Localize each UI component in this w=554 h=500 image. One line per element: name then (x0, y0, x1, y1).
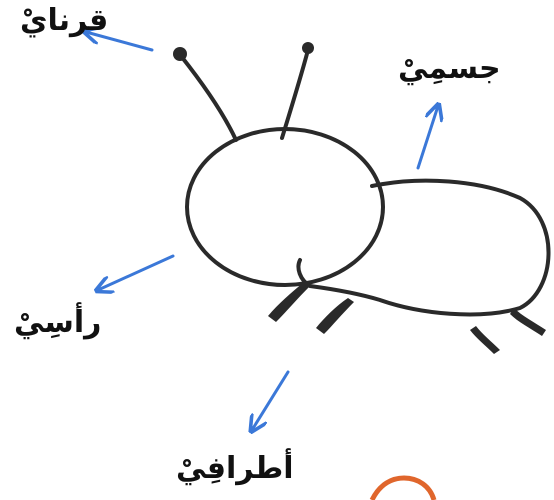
ant-body (298, 181, 548, 315)
label-arrows (86, 32, 438, 430)
leg-3 (470, 326, 500, 354)
orange-circle-partial (372, 478, 434, 500)
leg-1 (268, 282, 310, 322)
ant-head (187, 129, 383, 285)
arrow-to-head (98, 256, 173, 290)
right-antenna-tip (302, 42, 314, 54)
label-antennae: قرنايْ (20, 6, 108, 36)
label-body: جسمِيْ (398, 54, 501, 84)
arrow-to-body (418, 106, 438, 168)
leg-4 (510, 308, 546, 336)
left-antenna-tip (173, 47, 187, 61)
left-antenna (181, 56, 236, 140)
ant-legs (268, 282, 546, 354)
arrow-to-legs (252, 372, 288, 430)
label-legs: أطرافِيْ (176, 454, 293, 484)
ant-drawing (181, 50, 549, 314)
label-head: رأسِيْ (14, 308, 101, 338)
leg-2 (316, 298, 354, 334)
right-antenna (282, 50, 308, 138)
